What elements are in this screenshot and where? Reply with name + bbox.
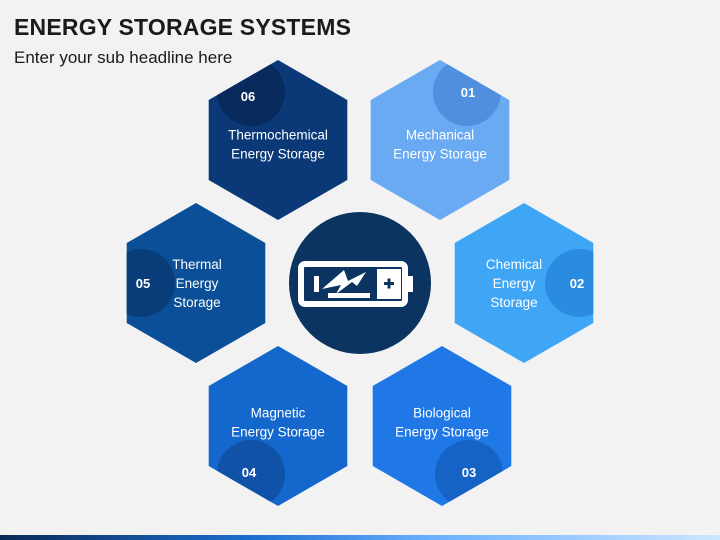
- center-circle: [289, 212, 431, 354]
- hex-label-line: Biological: [413, 406, 471, 421]
- hex-label-line: Energy Storage: [395, 425, 489, 440]
- hex-number: 01: [461, 85, 475, 100]
- hex-label-line: Chemical: [486, 257, 542, 272]
- hex-label-line: Energy Storage: [231, 425, 325, 440]
- hex-number: 05: [136, 276, 150, 291]
- number-badge: [545, 249, 594, 317]
- hex-label-line: Thermal: [172, 257, 222, 272]
- hex-shape: [454, 203, 594, 363]
- hex-label-line: Energy Storage: [231, 147, 325, 162]
- hex-label-line: Energy: [176, 276, 219, 291]
- hex-number: 04: [242, 465, 257, 480]
- hex-label-line: Storage: [173, 295, 220, 310]
- hex-label-line: Thermochemical: [228, 128, 328, 143]
- hex-label-line: Storage: [490, 295, 537, 310]
- bottom-accent-bar: [0, 535, 720, 540]
- hex-number: 06: [241, 89, 255, 104]
- hex-label-line: Mechanical: [406, 128, 474, 143]
- hex-label-line: Energy: [493, 276, 536, 291]
- hex-number: 02: [570, 276, 584, 291]
- page-subtitle: Enter your sub headline here: [14, 48, 233, 67]
- battery-charging-icon: [298, 261, 413, 307]
- page-title: ENERGY STORAGE SYSTEMS: [14, 14, 352, 40]
- hex-label-line: Energy Storage: [393, 147, 487, 162]
- hex-number: 03: [462, 465, 476, 480]
- hex-shape: [126, 203, 266, 363]
- number-badge: [126, 249, 175, 317]
- hex-label-line: Magnetic: [251, 406, 306, 421]
